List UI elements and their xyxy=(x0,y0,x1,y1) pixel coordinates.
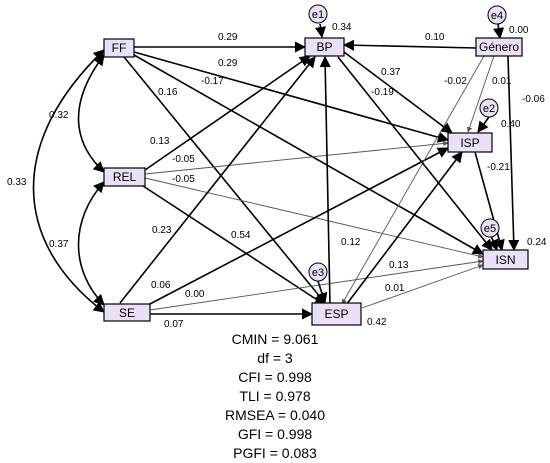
corr-ff-se xyxy=(32,49,105,313)
error-e4: e4 xyxy=(487,5,507,25)
node-esp-label: ESP xyxy=(324,307,348,321)
node-esp: ESP xyxy=(311,302,362,326)
fit-statistics: CMIN = 9.061 df = 3 CFI = 0.998 TLI = 0.… xyxy=(170,330,380,463)
node-se: SE xyxy=(103,303,151,322)
path-esp-bp xyxy=(319,55,331,306)
node-ff: FF xyxy=(103,38,135,58)
coef-ff-isp: 0.29 xyxy=(218,58,238,69)
coef-se-esp: 0.07 xyxy=(164,319,184,330)
coef-genero-isp: 0.01 xyxy=(492,76,512,87)
r2-isp: 0.40 xyxy=(501,119,521,130)
fit-cmin: CMIN = 9.061 xyxy=(231,331,319,347)
node-isp-label: ISP xyxy=(460,136,479,150)
r2-esp: 0.42 xyxy=(367,317,387,328)
r2-genero: 0.00 xyxy=(509,25,529,36)
path-rel-isp xyxy=(144,140,449,175)
coef-se-isp: 0.06 xyxy=(151,280,171,291)
coef-ff-isn: -0.17 xyxy=(201,76,224,87)
node-se-label: SE xyxy=(119,306,135,320)
coef-se-bp: 0.23 xyxy=(152,225,172,236)
error-e2-label: e2 xyxy=(483,103,495,115)
coef-rel-esp: 0.54 xyxy=(231,230,251,241)
path-e4-genero xyxy=(493,23,505,40)
node-isn: ISN xyxy=(482,249,529,270)
node-isn-label: ISN xyxy=(495,253,515,267)
coef-genero-bp: 0.10 xyxy=(425,32,445,43)
path-esp-isp xyxy=(345,151,463,306)
path-e2-isp xyxy=(477,116,490,133)
error-e3: e3 xyxy=(308,262,328,282)
fit-rmsea: RMSEA = 0.040 xyxy=(224,407,325,423)
error-e5-label: e5 xyxy=(484,223,496,235)
coef-ff-bp: 0.29 xyxy=(218,32,238,43)
path-rel-bp xyxy=(144,55,311,171)
coef-ff-esp: 0.16 xyxy=(158,87,178,98)
path-e5-isn xyxy=(487,235,499,252)
error-e4-label: e4 xyxy=(491,10,503,22)
path-esp-isn xyxy=(361,264,484,309)
path-bp-isp xyxy=(343,51,453,134)
error-e1: e1 xyxy=(308,4,328,24)
node-ff-label: FF xyxy=(112,41,127,55)
path-ff-isn xyxy=(133,54,484,255)
path-e3-esp xyxy=(316,280,328,305)
path-genero-bp xyxy=(342,39,477,51)
path-ff-esp xyxy=(123,56,326,304)
node-genero-label: Género xyxy=(479,40,519,54)
fit-gfi: GFI = 0.998 xyxy=(237,426,313,442)
path-e1-bp xyxy=(314,23,327,39)
path-bp-isn xyxy=(337,56,493,251)
node-bp: BP xyxy=(304,37,345,57)
path-genero-isp xyxy=(467,55,495,133)
error-e5: e5 xyxy=(480,218,500,238)
coef-genero-esp: -0.02 xyxy=(444,76,467,87)
coef-se-isn: 0.00 xyxy=(185,289,205,300)
node-rel-label: REL xyxy=(113,170,137,184)
error-e2: e2 xyxy=(479,98,499,118)
node-isp: ISP xyxy=(447,132,493,153)
coef-bp-isp: 0.37 xyxy=(381,67,401,78)
fit-pgfi: PGFI = 0.083 xyxy=(233,445,317,461)
path-ff-isp xyxy=(133,51,450,143)
corr-ff-se-label: 0.33 xyxy=(7,177,27,188)
error-e3-label: e3 xyxy=(312,267,324,279)
coef-esp-isn: 0.13 xyxy=(389,260,409,271)
path-genero-esp xyxy=(341,55,485,305)
node-bp-label: BP xyxy=(316,40,332,54)
path-se-bp xyxy=(119,56,316,304)
node-genero: Género xyxy=(475,37,523,57)
fit-df: df = 3 xyxy=(257,350,293,366)
coef-rel-isp: -0.05 xyxy=(172,154,195,165)
corr-rel-se-label: 0.37 xyxy=(49,239,69,250)
path-se-isp xyxy=(147,147,449,306)
r2-isn: 0.24 xyxy=(527,237,547,248)
corr-ff-rel-label: 0.32 xyxy=(49,110,69,121)
path-se-isn xyxy=(149,259,484,311)
path-genero-isn xyxy=(507,55,520,252)
node-rel: REL xyxy=(103,167,146,187)
fit-cfi: CFI = 0.998 xyxy=(238,369,312,385)
coef-bp-isn: -0.19 xyxy=(371,87,394,98)
corr-rel-se xyxy=(77,181,105,306)
error-e1-label: e1 xyxy=(312,9,324,21)
coef-esp-bp: 0.12 xyxy=(341,237,361,248)
coef-genero-isn: -0.06 xyxy=(522,94,545,105)
path-rel-esp xyxy=(139,183,326,306)
coef-rel-isn: -0.05 xyxy=(172,174,195,185)
coef-esp-isp: 0.01 xyxy=(385,283,405,294)
coef-isp-isn: -0.21 xyxy=(487,162,510,173)
fit-tli: TLI = 0.978 xyxy=(239,388,311,404)
coef-rel-bp: 0.13 xyxy=(150,136,170,147)
r2-bp: 0.34 xyxy=(332,22,352,33)
